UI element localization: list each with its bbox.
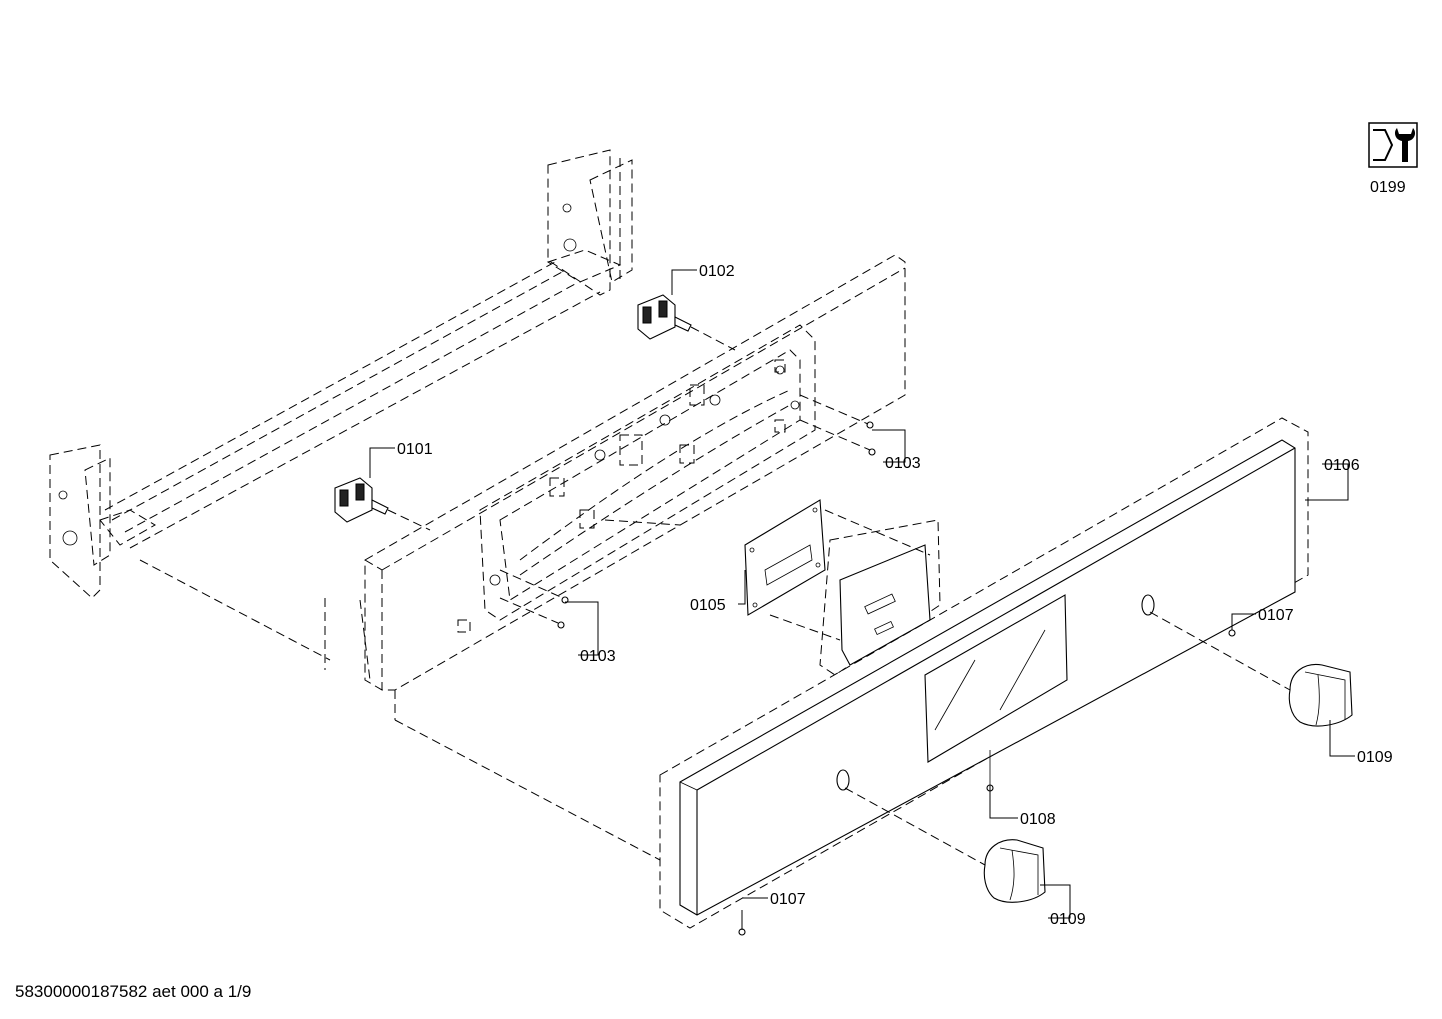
control-housing bbox=[359, 254, 906, 861]
screws-0103-upper bbox=[799, 394, 876, 456]
front-control-panel-0106 bbox=[659, 417, 1309, 929]
document-id: 58300000187582 aet 000 a 1/9 bbox=[15, 982, 251, 1001]
callout-0105: 0105 bbox=[690, 597, 726, 614]
mounting-bracket bbox=[769, 509, 941, 676]
callout-0102: 0102 bbox=[699, 263, 735, 280]
rotary-switch-0102 bbox=[637, 294, 736, 351]
callout-0106: 0106 bbox=[1324, 457, 1360, 474]
screws-0103-lower bbox=[499, 569, 569, 629]
callout-0103-upper: 0103 bbox=[885, 455, 921, 472]
callout-0108: 0108 bbox=[1020, 811, 1056, 828]
switch-mounting-plate bbox=[457, 324, 816, 633]
leader-lines bbox=[369, 269, 1355, 930]
callout-0109-left: 0109 bbox=[1050, 911, 1086, 928]
callout-0199: 0199 bbox=[1370, 179, 1406, 196]
control-knob-0109-right bbox=[1149, 611, 1353, 727]
callout-0103-lower: 0103 bbox=[580, 648, 616, 665]
rail-assembly bbox=[49, 149, 633, 670]
wrench-nut-icon bbox=[1368, 122, 1418, 168]
callout-0101: 0101 bbox=[397, 441, 433, 458]
rotary-switch-0101 bbox=[334, 477, 431, 531]
circuit-board-0105 bbox=[744, 499, 826, 616]
control-knob-0109-left bbox=[844, 787, 1046, 903]
callout-0109-right: 0109 bbox=[1357, 749, 1393, 766]
callout-0107-right: 0107 bbox=[1258, 607, 1294, 624]
callout-0107-left: 0107 bbox=[770, 891, 806, 908]
